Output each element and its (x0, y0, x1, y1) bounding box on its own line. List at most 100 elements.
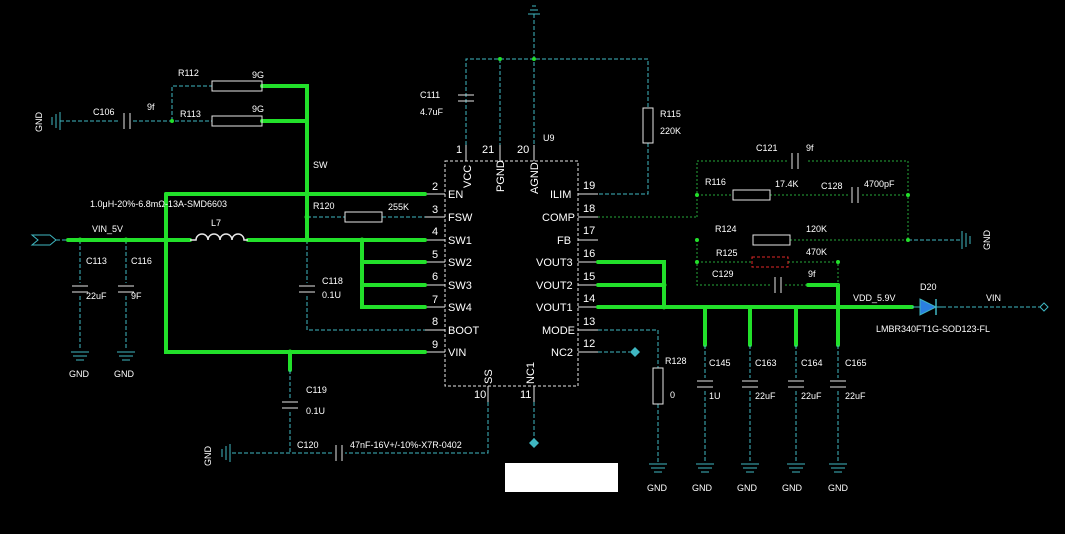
capacitor-c165[interactable] (830, 380, 846, 388)
c165-ref: C165 (845, 358, 867, 368)
capacitor-c113[interactable] (72, 285, 88, 293)
diode-d20[interactable] (912, 298, 942, 316)
resistor-r128[interactable] (652, 367, 664, 405)
resistor-r124[interactable] (752, 234, 791, 246)
gnd-label-r128: GND (647, 483, 668, 493)
capacitor-c116[interactable] (118, 285, 134, 293)
capacitor-c106[interactable] (123, 113, 131, 129)
r113-value: 9G (252, 104, 264, 114)
c116-value: 9F (131, 291, 142, 301)
capacitor-c119[interactable] (282, 401, 298, 409)
capacitor-c128[interactable] (851, 187, 859, 203)
pin-num-2: 2 (432, 181, 438, 193)
r116-value: 17.4K (775, 179, 799, 189)
net-label-sw: SW (313, 160, 328, 170)
r115-value: 220K (660, 126, 681, 136)
gnd-label-c165: GND (828, 483, 849, 493)
resistor-r115[interactable] (642, 107, 654, 144)
pin-num-7: 7 (432, 294, 438, 306)
gnd-symbol-fb (961, 231, 971, 249)
gnd-label-c113: GND (69, 369, 90, 379)
pin-name-pgnd: PGND (495, 160, 507, 192)
resistor-r120[interactable] (344, 211, 383, 223)
pin-num-9: 9 (432, 339, 438, 351)
pin-name-fb: FB (557, 235, 571, 247)
r116-ref: R116 (705, 177, 726, 187)
pin-num-14: 14 (583, 293, 595, 305)
pin-num-15: 15 (583, 271, 595, 283)
pin-num-20: 20 (517, 144, 529, 156)
c129-ref: C129 (712, 269, 734, 279)
input-port-vin-5v[interactable] (30, 234, 57, 246)
pin-name-vcc: VCC (462, 165, 474, 188)
net-label-vin: VIN (986, 293, 1001, 303)
capacitor-c111[interactable] (458, 94, 474, 102)
gnd-label-c106: GND (34, 112, 44, 133)
c106-value: 9f (147, 102, 155, 112)
output-port-vin[interactable] (1039, 302, 1049, 312)
capacitor-c164[interactable] (788, 380, 804, 388)
c113-value: 22uF (86, 291, 107, 301)
r125-ref: R125 (716, 248, 738, 258)
resistor-r112[interactable] (211, 80, 263, 92)
gnd-symbol-top (528, 5, 540, 15)
c164-ref: C164 (801, 358, 823, 368)
gnd-symbol-c163 (741, 463, 759, 473)
pin-name-vout3: VOUT3 (536, 257, 573, 269)
feedback-nets (598, 160, 909, 286)
c145-value: 1U (709, 391, 721, 401)
r120-value: 255K (388, 202, 409, 212)
nc2-marker (630, 347, 640, 357)
pin-num-13: 13 (583, 316, 595, 328)
r113-ref: R113 (180, 109, 201, 119)
pin-num-5: 5 (432, 249, 438, 261)
r128-value: 0 (670, 390, 675, 400)
ic-body[interactable] (444, 160, 579, 387)
r124-value: 120K (806, 224, 827, 234)
capacitor-c120[interactable] (335, 445, 343, 461)
r112-value: 9G (252, 70, 264, 80)
pin-num-8: 8 (432, 316, 438, 328)
c163-value: 22uF (755, 391, 776, 401)
c111-value: 4.7uF (420, 107, 444, 117)
c120-value: 47nF-16V+/-10%-X7R-0402 (350, 440, 462, 450)
pin-name-fsw: FSW (448, 212, 473, 224)
pin-num-6: 6 (432, 271, 438, 283)
r115-ref: R115 (660, 109, 681, 119)
capacitor-c121[interactable] (791, 153, 799, 169)
c164-value: 22uF (801, 391, 822, 401)
resistor-r113[interactable] (211, 115, 263, 127)
pin-num-11: 11 (520, 389, 531, 401)
pin-num-19: 19 (583, 180, 595, 192)
capacitor-c129[interactable] (774, 277, 782, 293)
r125-value: 470K (806, 247, 827, 257)
ic-ref-label: U9 (543, 133, 555, 143)
pin-num-16: 16 (583, 248, 595, 260)
l7-ref: L7 (211, 218, 221, 228)
l7-value: 1.0μH-20%-6.8mΩ-13A-SMD6603 (90, 199, 227, 209)
resistor-r116[interactable] (732, 189, 771, 201)
capacitor-c145[interactable] (697, 380, 713, 388)
c128-ref: C128 (821, 181, 843, 191)
blank-title-box (505, 463, 618, 492)
junction-dots (77, 57, 910, 355)
capacitor-c118[interactable] (299, 285, 315, 293)
net-label-vdd-5-9v: VDD_5.9V (853, 293, 896, 303)
pin-num-4: 4 (432, 226, 438, 238)
inductor-l7[interactable] (190, 233, 248, 241)
pin-name-vout1: VOUT1 (536, 302, 573, 314)
pin-name-vout2: VOUT2 (536, 280, 573, 292)
gnd-symbol-c120 (221, 444, 231, 462)
gnd-label-fb: GND (982, 230, 992, 251)
gnd-label-c145: GND (692, 483, 713, 493)
pin-name-nc1: NC1 (525, 362, 537, 384)
pin-num-17: 17 (583, 225, 595, 237)
power-nets (66, 84, 914, 372)
ic-pin-stubs (425, 145, 598, 402)
gnd-symbol-c116 (117, 351, 135, 361)
capacitor-c163[interactable] (742, 380, 758, 388)
pin-name-boot: BOOT (448, 325, 479, 337)
resistor-r125[interactable] (751, 256, 789, 268)
pin-num-1: 1 (456, 144, 462, 156)
